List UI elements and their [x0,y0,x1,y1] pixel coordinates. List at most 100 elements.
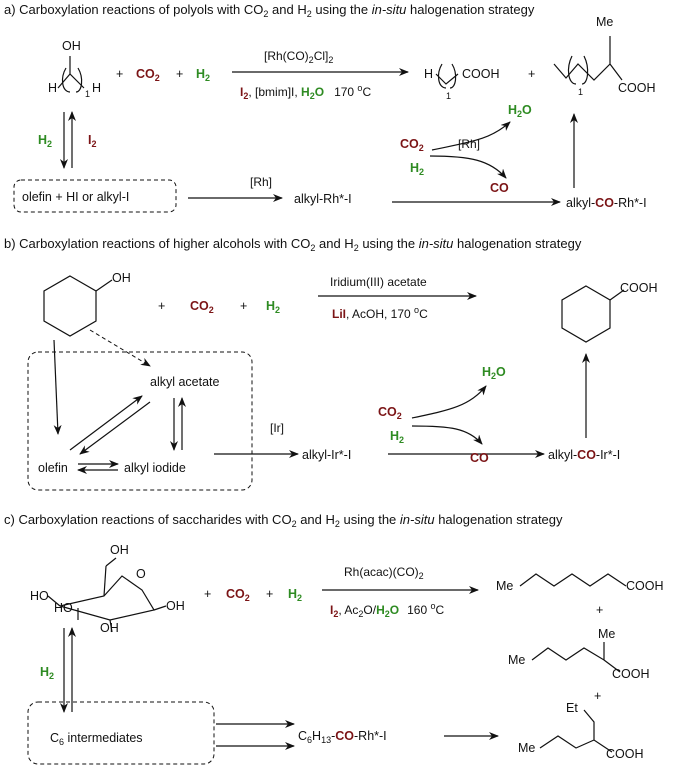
section-c: c) Carboxylation reactions of saccharide… [4,512,664,765]
h2-c: H2 [288,587,302,603]
glucose-ho1: HO [30,589,49,603]
cyclohexanol: OH [43,271,131,337]
plus-c1: + [204,587,211,601]
product-b-cooh: COOH [620,281,658,295]
plus-c4: + [594,689,601,703]
product-a1-bracket-l [437,63,447,89]
wgs-arrow-a-down [429,155,507,179]
product-c3-me: Me [518,741,535,755]
product-c2-me: Me [508,653,525,667]
plus-c3: + [596,603,603,617]
co2-b: CO2 [190,299,214,315]
box-b [27,351,253,491]
polyol-bracket-left [61,67,71,93]
cyclohexanol-oh-bond [95,279,113,292]
product-c3-chain [539,709,613,753]
product-c3-et: Et [566,701,578,715]
product-a2-chain [553,36,623,81]
product-a1-chain [435,73,459,85]
rh-label-a: [Rh] [250,175,272,189]
polyol-n: 1 [85,89,90,99]
conditions-b: LiI, AcOH, 170 oC [332,305,428,321]
polyol-bracket-right [75,67,83,93]
glucose-ho1-bond [47,595,61,607]
product-c1: Me COOH [496,573,664,593]
wgs-co2-a: CO2 [400,137,424,153]
product-c3-cooh: COOH [606,747,644,761]
glucose-c6-bond [103,565,107,597]
plus-a2: + [176,67,183,81]
wgs-h2o-b: H2O [482,365,506,381]
wgs-h2o-a: H2O [508,103,532,119]
product-b-bond [609,289,625,301]
product-a2-bracket-r [581,55,589,85]
wgs-h2-b: H2 [390,429,404,445]
glucose-c6-oh-bond [105,557,117,567]
co2-c: CO2 [226,587,250,603]
product-a2: Me 1 COOH [553,15,656,97]
acyl-a: alkyl-CO-Rh*-I [566,196,647,210]
arrow-b-to-olefin [53,339,62,435]
co2-a: CO2 [136,67,160,83]
glucose-structure: OH O HO HO OH OH [30,543,185,635]
wgs-co2-b: CO2 [378,405,402,421]
wgs-arrow-b-up [411,385,487,419]
wgs-co-a: CO [490,181,509,195]
product-a2-bracket-l [567,55,577,85]
ir-label-b: [Ir] [270,421,284,435]
glucose-oh1-bond [109,619,113,633]
polyol-h-left: H [48,81,57,95]
eq-olefin-acetate-2 [79,401,151,455]
box-a [13,179,177,213]
product-c2: Me Me COOH [508,627,650,681]
acyl-c: C6H13-CO-Rh*-I [298,729,387,745]
plus-b2: + [240,299,247,313]
intermediate-a: alkyl-Rh*-I [294,192,352,206]
product-a2-me: Me [596,15,613,29]
product-a2-n: 1 [578,87,583,97]
cyclohexanol-ring [43,275,97,337]
glucose-oh-top: OH [110,543,129,557]
plus-c2: + [266,587,273,601]
glucose-ring [59,575,155,621]
section-a-title: a) Carboxylation reactions of polyols wi… [4,2,535,19]
h2-b: H2 [266,299,280,315]
section-c-title: c) Carboxylation reactions of saccharide… [4,512,563,529]
box-c-text: C6 intermediates [50,731,143,747]
intermediate-b: alkyl-Ir*-I [302,448,351,462]
equil-h2-a: H2 [38,133,52,149]
wgs-arrow-b-down [411,425,483,445]
olefin-b: olefin [38,461,68,475]
catalyst-a: [Rh(CO)2Cl]2 [264,49,333,65]
equil-h2-c: H2 [40,665,54,681]
product-a2-cooh: COOH [618,81,656,95]
product-c2-me-top: Me [598,627,615,641]
product-a1-cooh: COOH [462,67,500,81]
glucose-oh-right-bond [153,605,167,611]
plus-b1: + [158,299,165,313]
product-a1-bracket-r [449,63,457,89]
wgs-h2-a: H2 [410,161,424,177]
product-a1-n: 1 [446,91,451,101]
product-c1-cooh: COOH [626,579,664,593]
polyol-h-right: H [92,81,101,95]
glucose-oh1: OH [100,621,119,635]
acyl-b: alkyl-CO-Ir*-I [548,448,620,462]
section-b-title: b) Carboxylation reactions of higher alc… [4,236,582,253]
h2-a: H2 [196,67,210,83]
plus-a1: + [116,67,123,81]
equil-i2-a: I2 [88,133,97,149]
product-c3: Et Me COOH [518,701,644,761]
product-c1-chain [519,573,627,587]
wgs-arrow-a-up [431,121,511,151]
alkyl-acetate: alkyl acetate [150,375,220,389]
product-c1-me: Me [496,579,513,593]
section-b: b) Carboxylation reactions of higher alc… [4,236,658,491]
plus-a3: + [528,67,535,81]
box-a-text: olefin + HI or alkyl-I [22,190,129,204]
catalyst-b: Iridium(III) acetate [330,275,427,289]
cyclohexane-acid: COOH [561,281,658,343]
eq-olefin-acetate-1 [69,395,143,451]
